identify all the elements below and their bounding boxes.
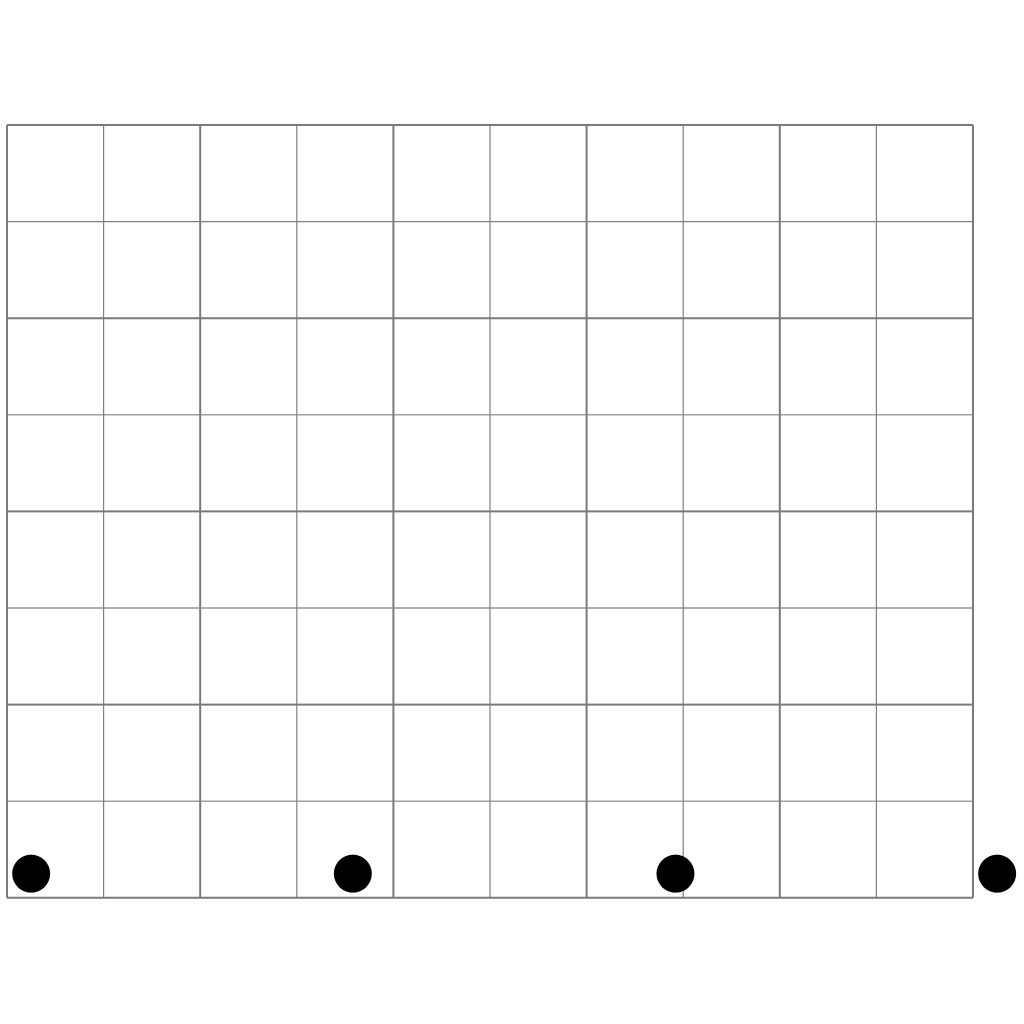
- dot-4: [978, 854, 1017, 893]
- dot-2: [333, 854, 372, 893]
- dot-3: [656, 854, 695, 893]
- dots-layer: [12, 854, 1017, 893]
- dot-1: [12, 854, 51, 893]
- grid-lines: [6, 124, 974, 899]
